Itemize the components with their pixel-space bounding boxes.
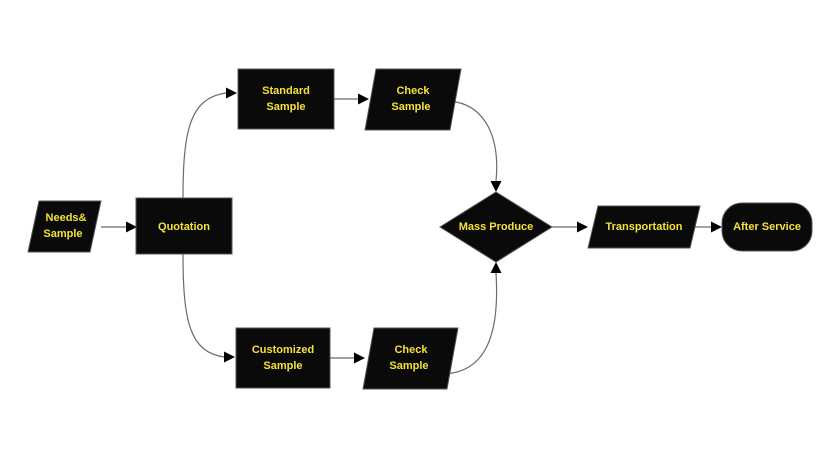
node-standard-sample[interactable]: Standard Sample	[237, 68, 335, 130]
arrowhead-icon	[490, 262, 502, 273]
edge-line	[448, 100, 498, 182]
node-customized-sample[interactable]: Customized Sample	[235, 327, 331, 389]
arrowhead-icon	[358, 93, 369, 105]
customized-sample-shape[interactable]	[235, 327, 331, 389]
edge-line	[443, 272, 498, 375]
transportation-shape[interactable]	[587, 205, 701, 249]
standard-sample-shape[interactable]	[237, 68, 335, 130]
node-needs-sample[interactable]: Needs& Sample	[27, 200, 102, 253]
edge-needs-sample-to-quotation	[101, 221, 137, 233]
node-check-sample-top[interactable]: Check Sample	[364, 68, 462, 131]
node-after-service[interactable]: After Service	[721, 202, 813, 252]
edge-customized-sample-to-check-sample-bottom	[330, 352, 365, 364]
edge-quotation-to-customized-sample	[182, 253, 235, 363]
arrowhead-icon	[224, 351, 235, 363]
arrowhead-icon	[577, 221, 588, 233]
arrowhead-icon	[354, 352, 365, 364]
arrowhead-icon	[711, 221, 722, 233]
node-check-sample-bottom[interactable]: Check Sample	[362, 327, 459, 390]
edge-check-sample-top-to-mass-produce	[448, 100, 502, 192]
quotation-shape[interactable]	[135, 197, 233, 255]
arrowhead-icon	[226, 87, 237, 99]
node-mass-produce[interactable]: Mass Produce	[439, 191, 553, 263]
needs-sample-shape[interactable]	[27, 200, 102, 253]
edge-check-sample-bottom-to-mass-produce	[443, 262, 502, 375]
after-service-shape[interactable]	[721, 202, 813, 252]
arrowhead-icon	[490, 181, 502, 192]
edge-standard-sample-to-check-sample-top	[334, 93, 369, 105]
edge-mass-produce-to-transportation	[552, 221, 588, 233]
check-sample-top-shape[interactable]	[364, 68, 462, 131]
edge-line	[182, 253, 225, 358]
edge-transportation-to-after-service	[694, 221, 722, 233]
check-sample-bottom-shape[interactable]	[362, 327, 459, 390]
edge-line	[182, 92, 227, 199]
node-quotation[interactable]: Quotation	[135, 197, 233, 255]
node-transportation[interactable]: Transportation	[587, 205, 701, 249]
mass-produce-shape[interactable]	[439, 191, 553, 263]
arrowhead-icon	[126, 221, 137, 233]
edge-quotation-to-standard-sample	[182, 87, 237, 199]
